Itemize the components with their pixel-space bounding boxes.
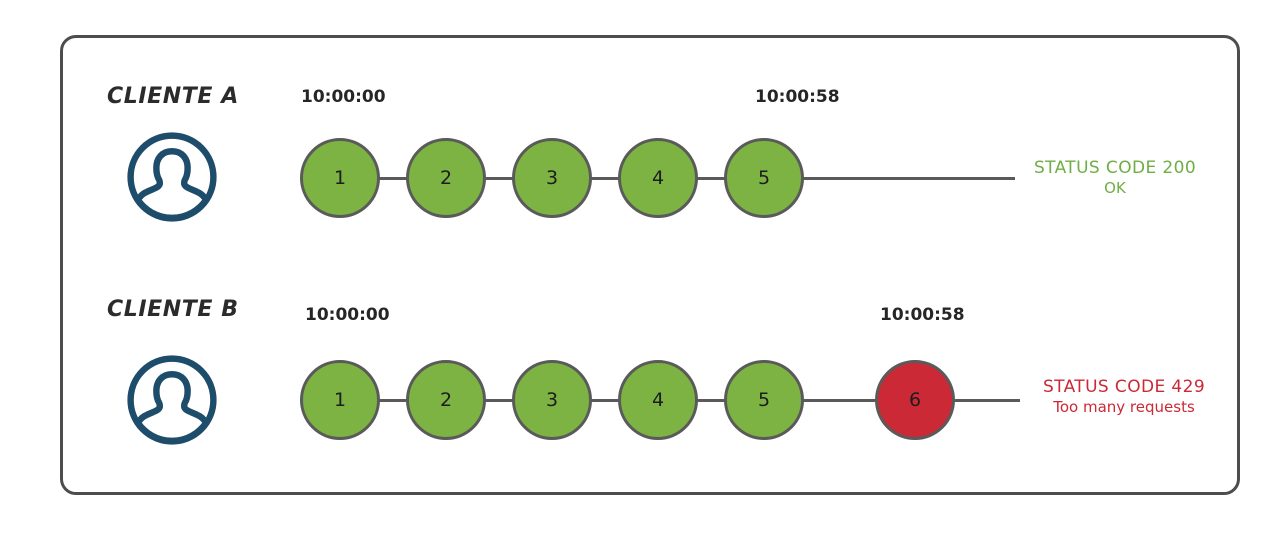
- client-b-request-node-3[interactable]: 3: [512, 360, 592, 440]
- client-b-status-badge: STATUS CODE 429 Too many requests: [1026, 377, 1222, 417]
- user-avatar-icon: [127, 132, 217, 222]
- client-a-request-node-1[interactable]: 1: [300, 138, 380, 218]
- client-b-request-node-6[interactable]: 6: [875, 360, 955, 440]
- client-b-status-code: STATUS CODE 429: [1042, 377, 1206, 397]
- client-b-label: CLIENTE B: [107, 297, 239, 322]
- node-number: 1: [333, 389, 347, 411]
- client-b-request-node-4[interactable]: 4: [618, 360, 698, 440]
- client-a-status-badge: STATUS CODE 200 OK: [1026, 158, 1204, 198]
- client-a-status-code: STATUS CODE 200: [1033, 158, 1197, 178]
- client-a-request-node-2[interactable]: 2: [406, 138, 486, 218]
- node-number: 6: [908, 389, 922, 411]
- client-a-request-node-4[interactable]: 4: [618, 138, 698, 218]
- node-number: 2: [439, 389, 453, 411]
- client-a-request-node-3[interactable]: 3: [512, 138, 592, 218]
- client-b-time-start: 10:00:00: [305, 305, 390, 325]
- node-number: 2: [439, 167, 453, 189]
- node-number: 3: [545, 167, 559, 189]
- client-b-time-end: 10:00:58: [880, 305, 965, 325]
- client-b-request-node-2[interactable]: 2: [406, 360, 486, 440]
- node-number: 5: [757, 389, 771, 411]
- user-avatar-icon: [127, 355, 217, 445]
- node-number: 1: [333, 167, 347, 189]
- node-number: 5: [757, 167, 771, 189]
- client-a-request-node-5[interactable]: 5: [724, 138, 804, 218]
- client-b-request-node-1[interactable]: 1: [300, 360, 380, 440]
- client-a-label: CLIENTE A: [107, 84, 239, 109]
- client-b-request-node-5[interactable]: 5: [724, 360, 804, 440]
- client-b-status-message: Too many requests: [1053, 398, 1195, 417]
- client-a-status-message: OK: [1104, 179, 1126, 198]
- node-number: 3: [545, 389, 559, 411]
- client-a-time-end: 10:00:58: [755, 87, 840, 107]
- client-a-time-start: 10:00:00: [301, 87, 386, 107]
- node-number: 4: [651, 389, 665, 411]
- node-number: 4: [651, 167, 665, 189]
